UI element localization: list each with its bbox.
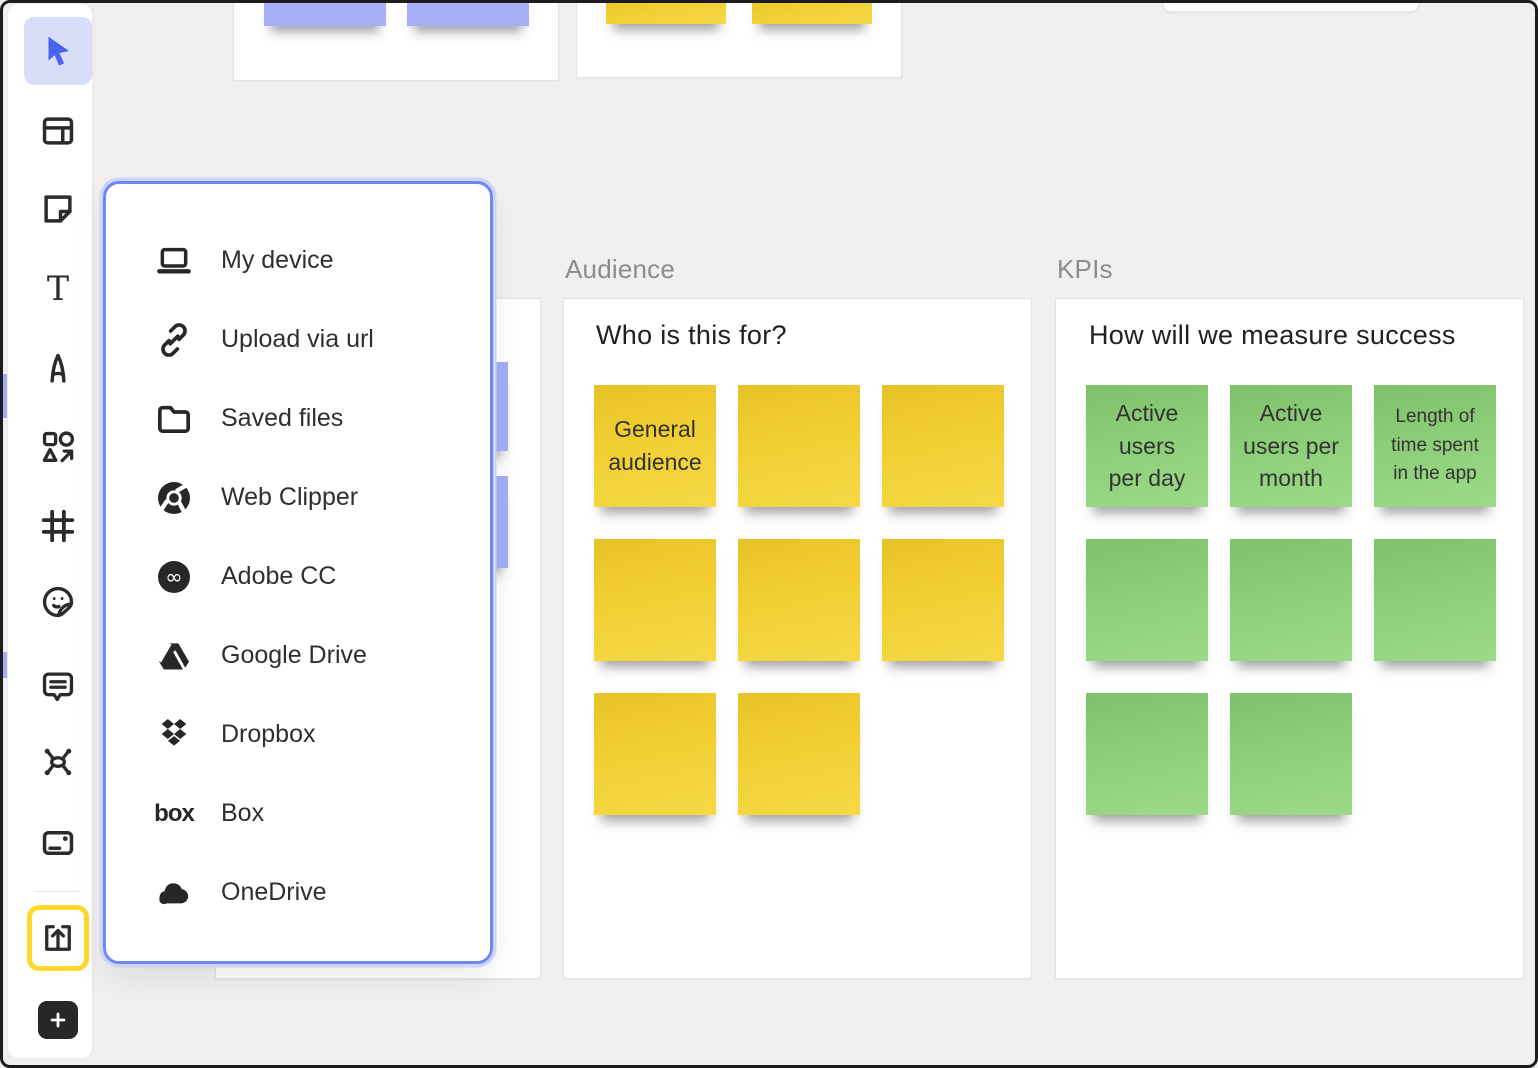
kpis-card[interactable]: How will we measure success Active users… (1055, 298, 1524, 979)
folder-icon (153, 398, 195, 440)
sticky-note[interactable] (606, 0, 726, 24)
tool-card[interactable] (36, 821, 80, 865)
svg-text:∞: ∞ (165, 564, 182, 588)
menu-item-web-clipper[interactable]: Web Clipper (106, 458, 490, 537)
menu-item-label: Adobe CC (221, 562, 336, 591)
top-card-yellow[interactable] (576, 0, 902, 78)
card-title[interactable]: How will we measure success (1089, 320, 1456, 351)
tool-shapes[interactable] (36, 425, 80, 469)
sticky-note[interactable] (1086, 539, 1208, 661)
sticky-note[interactable] (752, 0, 872, 24)
menu-item-label: Dropbox (221, 720, 316, 749)
connector-icon (39, 743, 77, 781)
templates-icon (39, 112, 77, 150)
tool-upload[interactable] (27, 905, 89, 971)
menu-item-label: Box (221, 799, 264, 828)
menu-item-upload-via-url[interactable]: Upload via url (106, 300, 490, 379)
card-icon (39, 824, 77, 862)
tool-select-cursor[interactable] (36, 29, 80, 73)
menu-item-label: Upload via url (221, 325, 374, 354)
menu-item-saved-files[interactable]: Saved files (106, 379, 490, 458)
frame-label-kpis[interactable]: KPIs (1057, 254, 1113, 285)
menu-item-label: Google Drive (221, 641, 367, 670)
top-card-purple[interactable] (233, 0, 559, 81)
sticky-note[interactable]: General audience (594, 385, 716, 507)
web-clipper-icon (153, 477, 195, 519)
sticky-note[interactable] (1230, 693, 1352, 815)
frame-label-audience[interactable]: Audience (565, 254, 675, 285)
sticky-note[interactable] (882, 385, 1004, 507)
cursor-icon (39, 32, 77, 70)
sticky-note[interactable] (882, 539, 1004, 661)
tool-connector[interactable] (36, 740, 80, 784)
tool-pen[interactable] (36, 347, 80, 391)
adobe-cc-icon: ∞ (153, 556, 195, 598)
text-icon: T (39, 270, 77, 308)
sticky-note[interactable] (1230, 539, 1352, 661)
tool-comment[interactable] (36, 664, 80, 708)
my-device-icon (153, 240, 195, 282)
cutoff-floating-toolbar (1163, 0, 1419, 12)
cutoff-sticky-sliver (0, 374, 7, 418)
sticky-note[interactable] (594, 539, 716, 661)
pen-icon (39, 350, 77, 388)
tool-add-more[interactable] (38, 1001, 78, 1039)
sticky-note[interactable] (1086, 693, 1208, 815)
frame-icon (39, 507, 77, 545)
menu-item-label: Web Clipper (221, 483, 358, 512)
upload-menu: My device Upload via url Saved files (103, 181, 493, 964)
menu-item-onedrive[interactable]: OneDrive (106, 853, 490, 932)
sticky-note[interactable]: Length of time spent in the app (1374, 385, 1496, 507)
sticky-note[interactable] (407, 0, 529, 26)
plus-icon (47, 1009, 69, 1031)
link-icon (153, 319, 195, 361)
svg-text:T: T (47, 270, 69, 308)
tools-sidebar: T (8, 4, 92, 1058)
tool-sticky-note[interactable] (36, 187, 80, 231)
menu-item-label: My device (221, 246, 334, 275)
tool-sticker[interactable] (36, 580, 80, 624)
menu-item-box[interactable]: box Box (106, 774, 490, 853)
sticky-note[interactable] (1374, 539, 1496, 661)
tool-templates[interactable] (36, 109, 80, 153)
menu-item-my-device[interactable]: My device (106, 221, 490, 300)
sticky-note[interactable]: Active users per month (1230, 385, 1352, 507)
menu-item-dropbox[interactable]: Dropbox (106, 695, 490, 774)
shapes-icon (39, 428, 77, 466)
menu-item-label: Saved files (221, 404, 343, 433)
cutoff-title-fragment: y (92, 314, 102, 348)
sticky-note[interactable] (264, 0, 386, 26)
menu-item-label: OneDrive (221, 878, 327, 907)
menu-item-google-drive[interactable]: Google Drive (106, 616, 490, 695)
sticky-note-icon (39, 190, 77, 228)
sticky-note[interactable]: Active users per day (1086, 385, 1208, 507)
dropbox-icon (153, 714, 195, 756)
sticky-note[interactable] (594, 693, 716, 815)
upload-icon (40, 920, 76, 956)
cutoff-sticky-sliver (0, 652, 7, 678)
toolbar-divider (36, 891, 80, 892)
box-icon: box (153, 793, 195, 835)
menu-item-adobe-cc[interactable]: ∞ Adobe CC (106, 537, 490, 616)
tool-frame[interactable] (36, 504, 80, 548)
comment-icon (39, 667, 77, 705)
onedrive-icon (153, 872, 195, 914)
audience-card[interactable]: Who is this for? General audience (563, 298, 1032, 979)
google-drive-icon (153, 635, 195, 677)
sticky-note[interactable] (738, 539, 860, 661)
card-title[interactable]: Who is this for? (596, 320, 787, 351)
sticky-note[interactable] (738, 385, 860, 507)
sticky-note[interactable] (738, 693, 860, 815)
sticker-icon (39, 583, 77, 621)
tool-text[interactable]: T (36, 267, 80, 311)
